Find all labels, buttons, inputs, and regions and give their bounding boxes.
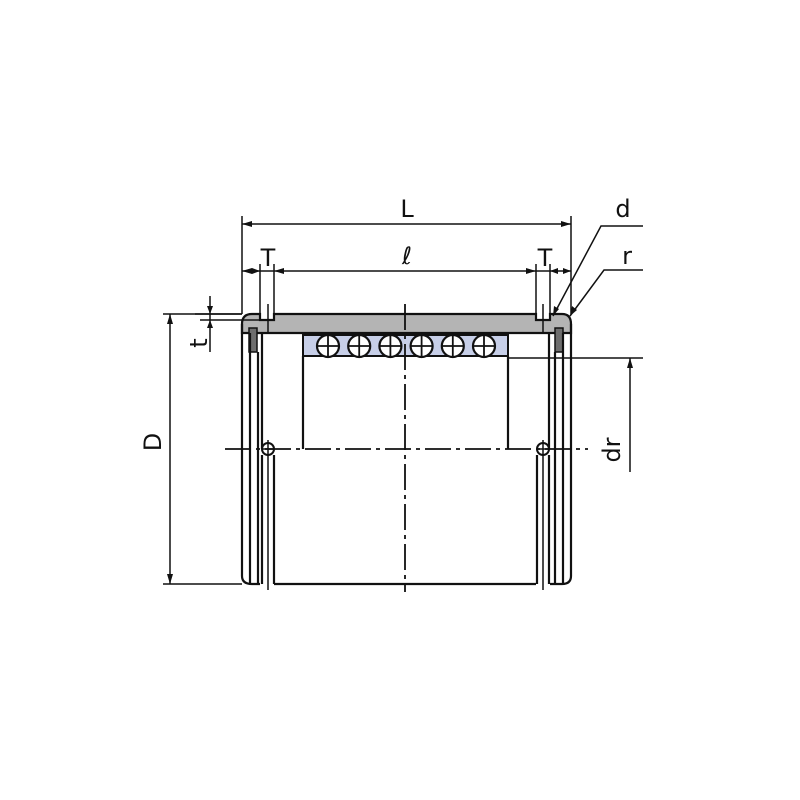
label-T-left: T bbox=[260, 244, 276, 272]
ball bbox=[440, 333, 465, 359]
dimension-dr bbox=[627, 358, 633, 472]
outer-sleeve-section bbox=[240, 312, 573, 335]
bearing-body-outline bbox=[240, 304, 643, 590]
ball bbox=[471, 333, 497, 359]
leader-d bbox=[552, 225, 643, 317]
ball-row bbox=[315, 333, 497, 359]
ball bbox=[347, 333, 372, 359]
ball bbox=[315, 333, 341, 359]
dimension-L bbox=[241, 216, 572, 314]
leader-r bbox=[569, 269, 643, 317]
dimension-l bbox=[242, 264, 571, 314]
label-T-right: T bbox=[537, 244, 553, 272]
label-d: d bbox=[615, 195, 630, 223]
label-L: L bbox=[400, 195, 414, 223]
label-t: t bbox=[185, 338, 213, 347]
ball bbox=[378, 333, 403, 359]
seal-right bbox=[554, 327, 564, 353]
label-dr: dr bbox=[598, 437, 626, 462]
ball bbox=[409, 333, 434, 359]
label-r: r bbox=[622, 242, 632, 270]
label-D: D bbox=[139, 433, 167, 451]
label-l: ℓ bbox=[401, 242, 412, 270]
dimension-t bbox=[195, 296, 260, 352]
